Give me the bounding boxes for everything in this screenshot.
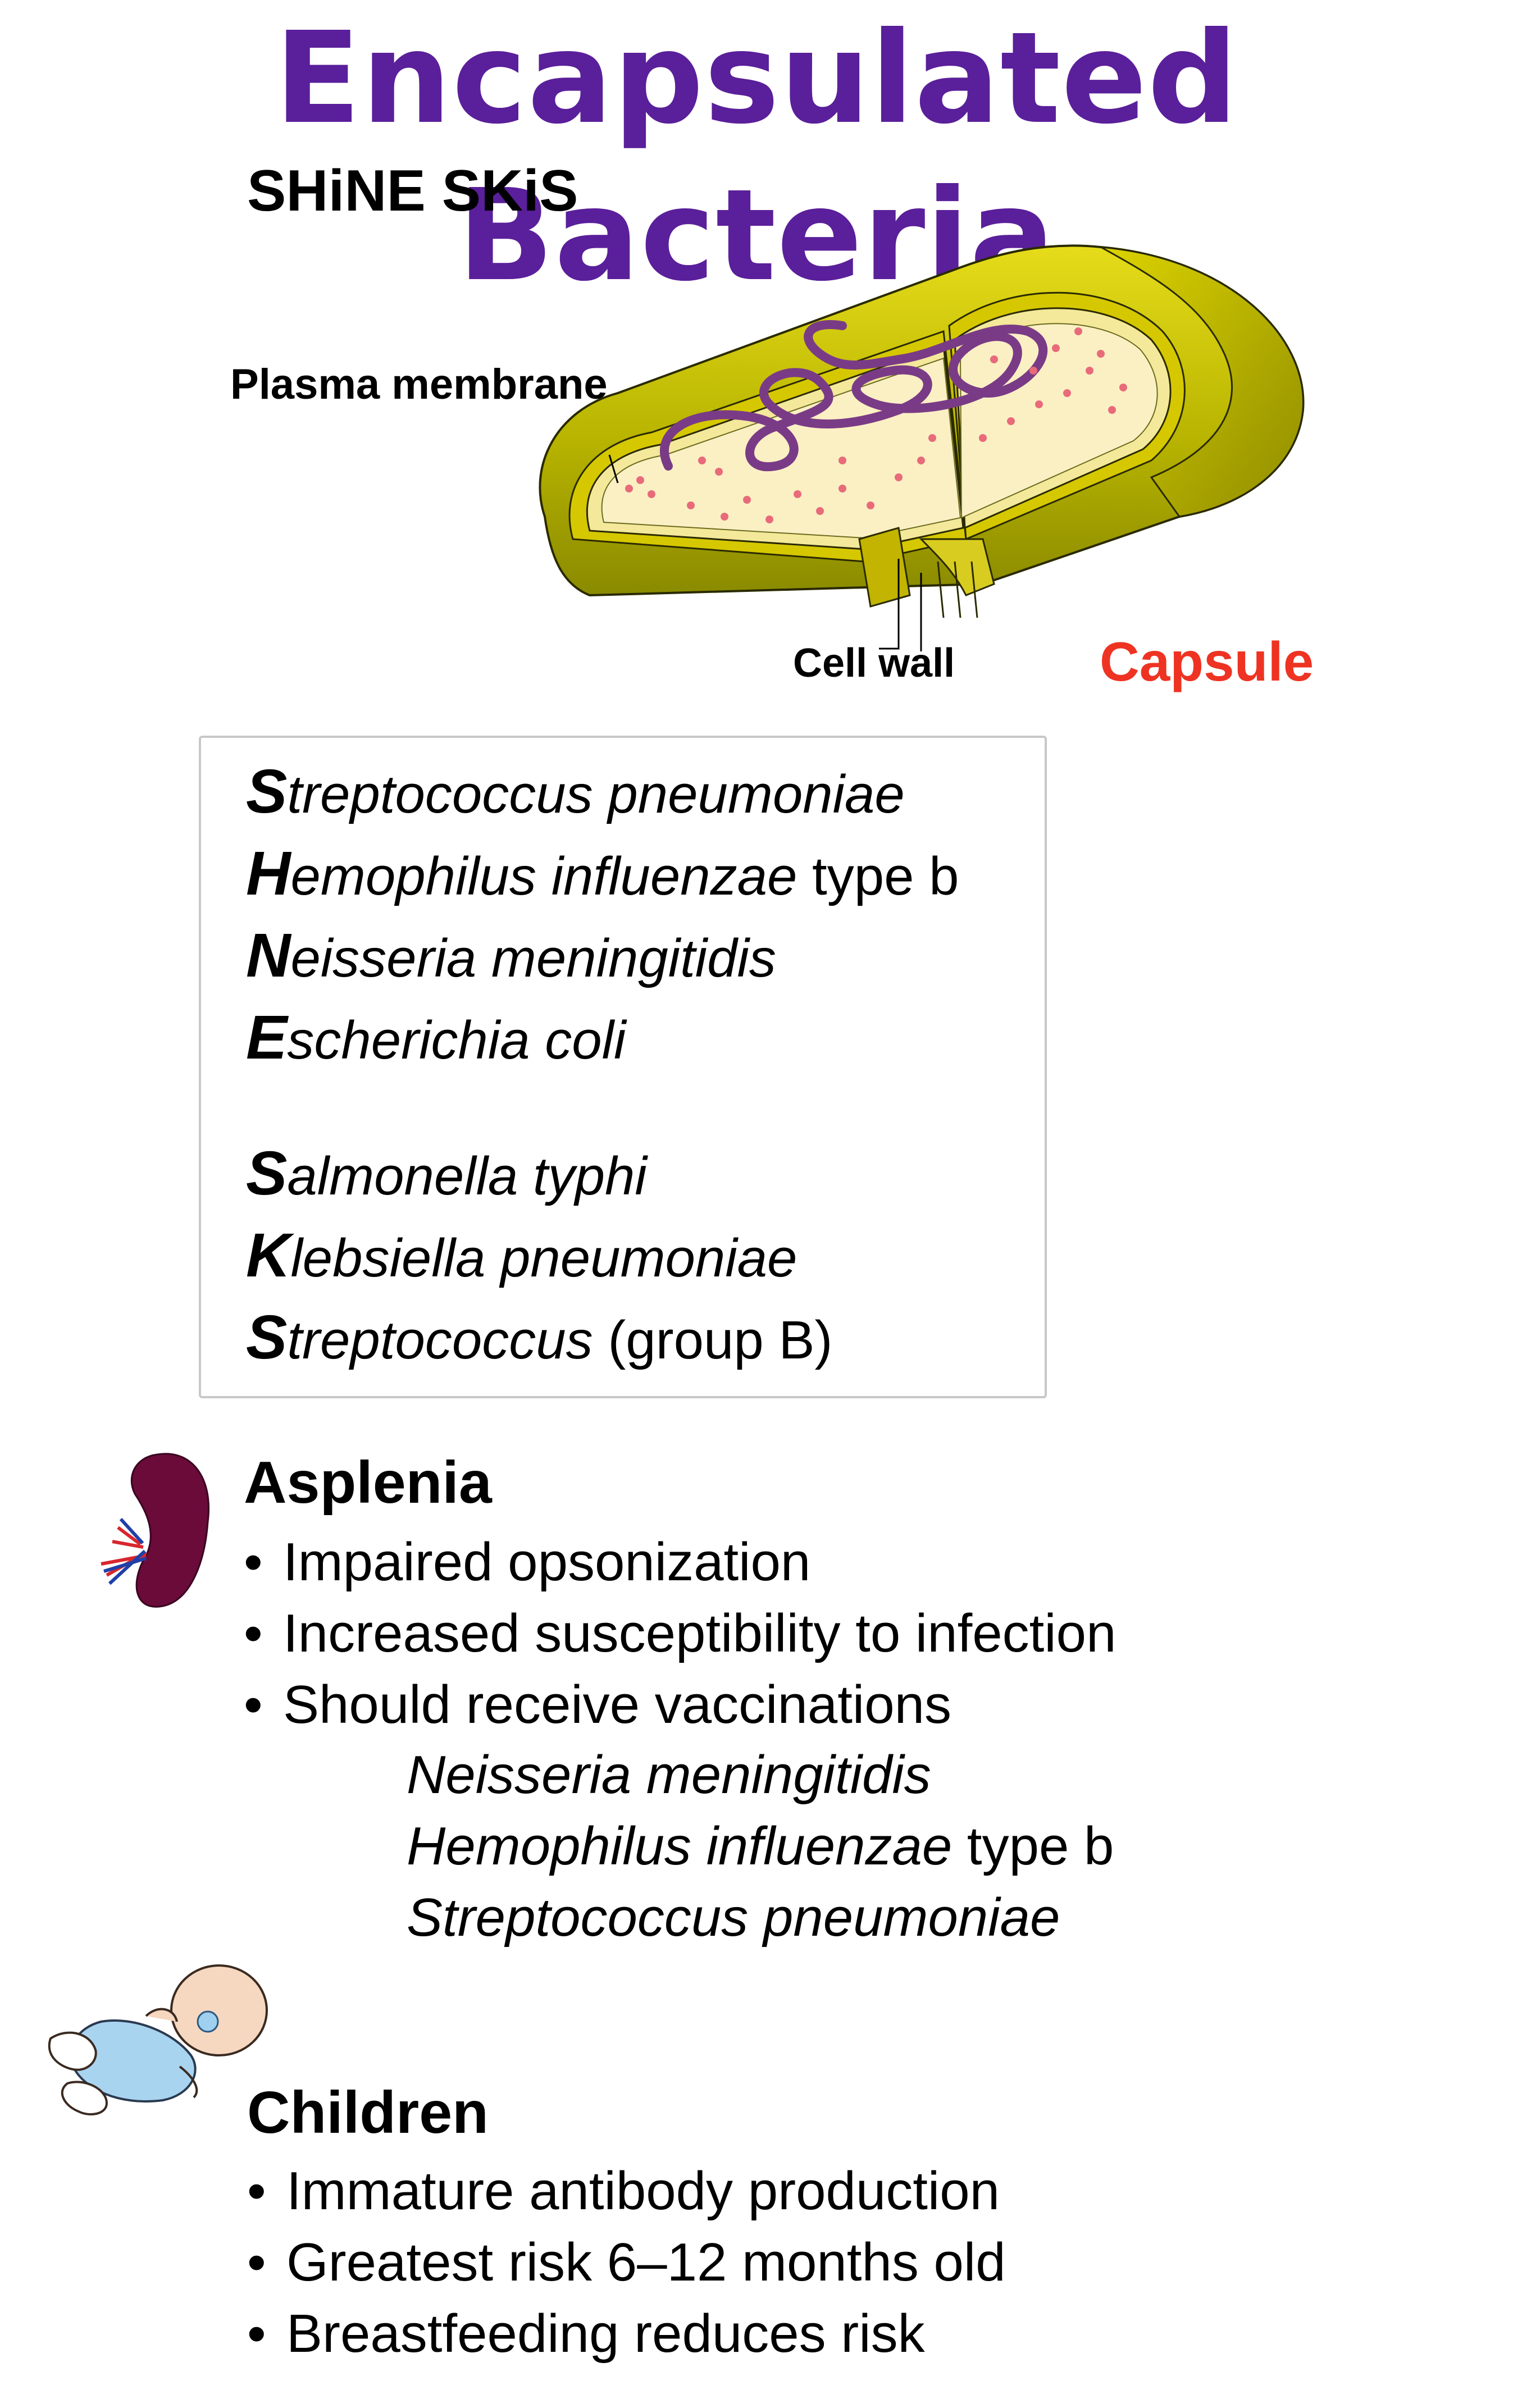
vaccination-list: Neisseria meningitidis Hemophilus influe… [407, 1739, 1114, 1953]
capsule-label: Capsule [1100, 631, 1314, 692]
mnemonic-initial: H [246, 839, 291, 908]
leader-lines [608, 454, 922, 651]
baby-icon [48, 1964, 268, 2115]
organism-name: scherichia coli [287, 1010, 626, 1070]
children-heading: Children [247, 2079, 489, 2146]
mnemonic-initial: S [246, 1139, 288, 1208]
list-item: Streptococcus pneumoniae [407, 1882, 1114, 1953]
bullet-text: Should receive vaccinations [283, 1675, 952, 1735]
mnemonic-subtitle: SHiNE SKiS [247, 158, 578, 224]
organism-name: treptococcus [287, 1310, 593, 1370]
organism-qualifier: (group B) [593, 1310, 833, 1370]
list-item: Hemophilus influenzae type b [246, 834, 959, 916]
organism-name: Neisseria meningitidis [407, 1745, 931, 1805]
bacterium-diagram [539, 244, 1305, 651]
cell-wall-label: Cell wall [793, 641, 955, 686]
list-item: Hemophilus influenzae type b [407, 1810, 1114, 1882]
list-item: •Greatest risk 6–12 months old [247, 2232, 1006, 2292]
mnemonic-initial: S [246, 757, 288, 826]
children-bullet-list: •Immature antibody production •Greatest … [247, 2155, 1006, 2369]
bullet-text: Impaired opsonization [283, 1532, 811, 1592]
mnemonic-box: Streptococcus pneumoniae Hemophilus infl… [199, 736, 1047, 1398]
list-item: Neisseria meningitidis [407, 1739, 1114, 1810]
organism-name: eisseria meningitidis [290, 928, 776, 988]
list-item: •Breastfeeding reduces risk [247, 2304, 925, 2364]
list-item: •Impaired opsonization [244, 1532, 811, 1592]
organism-qualifier: type b [797, 846, 959, 906]
organism-name: emophilus influenzae [290, 846, 797, 906]
mnemonic-initial: N [246, 921, 291, 990]
spleen-icon [101, 1453, 209, 1608]
mnemonic-initial: S [246, 1303, 288, 1372]
organism-name: Hemophilus influenzae [407, 1816, 953, 1876]
ribosomes [625, 327, 1127, 523]
asplenia-bullet-list: •Impaired opsonization •Increased suscep… [244, 1526, 1116, 1740]
plasma-membrane-label: Plasma membrane [230, 361, 608, 408]
organism-name: almonella typhi [287, 1146, 647, 1206]
list-item: •Should receive vaccinations [244, 1675, 952, 1735]
bullet-text: Increased susceptibility to infection [283, 1603, 1116, 1663]
organism-qualifier: type b [952, 1816, 1114, 1876]
bullet-text: Breastfeeding reduces risk [286, 2304, 925, 2364]
dna-strand [660, 320, 1048, 472]
mnemonic-initial: E [246, 1003, 288, 1072]
bacteria-list-group-2: Salmonella typhi Klebsiella pneumoniae S… [246, 1134, 832, 1380]
list-item: •Immature antibody production [247, 2161, 1000, 2221]
organism-name: lebsiella pneumoniae [290, 1228, 797, 1288]
list-item: Salmonella typhi [246, 1134, 832, 1216]
bullet-text: Immature antibody production [286, 2161, 1000, 2221]
page-title: Encapsulated Bacteria [274, 5, 1239, 309]
mnemonic-initial: K [246, 1221, 291, 1290]
list-item: Klebsiella pneumoniae [246, 1216, 832, 1298]
bacteria-list-group-1: Streptococcus pneumoniae Hemophilus infl… [246, 752, 959, 1080]
list-item: Streptococcus pneumoniae [246, 752, 959, 834]
list-item: Streptococcus (group B) [246, 1298, 832, 1380]
organism-name: treptococcus pneumoniae [287, 764, 905, 824]
bullet-text: Greatest risk 6–12 months old [286, 2232, 1006, 2292]
organism-name: Streptococcus pneumoniae [407, 1887, 1060, 1948]
cut-notch [858, 527, 995, 618]
asplenia-heading: Asplenia [244, 1449, 492, 1516]
list-item: Neisseria meningitidis [246, 916, 959, 998]
list-item: •Increased susceptibility to infection [244, 1603, 1116, 1663]
list-item: Escherichia coli [246, 998, 959, 1080]
